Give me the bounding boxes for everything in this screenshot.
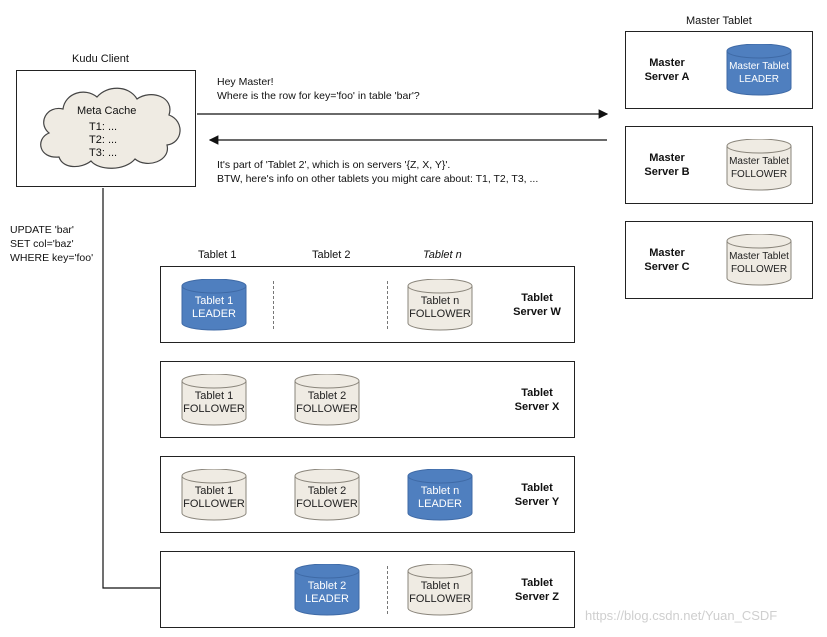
tablet-name: Master Tablet (729, 156, 789, 167)
tablet-role: FOLLOWER (183, 403, 245, 415)
update-line3: WHERE key='foo' (10, 252, 94, 264)
meta-cache-title: Meta Cache (77, 105, 137, 117)
tablet-role: FOLLOWER (409, 593, 471, 605)
master-server-name: Master Server A (644, 57, 690, 83)
tablet-role: FOLLOWER (296, 498, 358, 510)
tablet-name: Tablet 1 (194, 390, 234, 402)
cache-line-t2: T2: ... (89, 134, 118, 146)
cache-line-t3: T3: ... (89, 147, 118, 159)
column-divider (387, 566, 388, 614)
response-line2: BTW, here's info on other tablets you mi… (217, 173, 539, 185)
master-server-name: Master Server B (644, 152, 690, 178)
tablet-role: FOLLOWER (409, 308, 471, 320)
tablet-name: Master Tablet (729, 61, 789, 72)
tablet-server-name: Tablet Server Z (514, 577, 560, 603)
tablet-role: LEADER (191, 308, 237, 320)
tablet-server-name: Tablet Server X (514, 387, 560, 413)
column-divider (273, 281, 274, 329)
column-header-tablet1: Tablet 1 (198, 249, 237, 261)
column-divider (387, 281, 388, 329)
tablet-role: LEADER (304, 593, 350, 605)
response-line1: It's part of 'Tablet 2', which is on ser… (217, 159, 451, 171)
request-line2: Where is the row for key='foo' in table … (217, 90, 420, 102)
tablet-name: Tablet 2 (307, 485, 347, 497)
tablet-role: FOLLOWER (730, 169, 788, 180)
kudu-client-box: Meta Cache T1: ... T2: ... T3: ... (16, 70, 196, 187)
tablet-name: Tablet 1 (194, 485, 234, 497)
update-line1: UPDATE 'bar' (10, 224, 74, 236)
tablet-name: Tablet 1 (194, 295, 234, 307)
tablet-name: Master Tablet (729, 251, 789, 262)
cloud-icon (40, 87, 181, 169)
master-tablet-label: Master Tablet (686, 15, 752, 27)
column-header-tabletn: Tablet n (423, 249, 462, 261)
tablet-name: Tablet n (420, 295, 460, 307)
tablet-role: FOLLOWER (730, 264, 788, 275)
tablet-server-name: Tablet Server Y (514, 482, 560, 508)
tablet-role: FOLLOWER (183, 498, 245, 510)
update-line2: SET col='baz' (10, 238, 74, 250)
tablet-name: Tablet 2 (307, 390, 347, 402)
column-header-tablet2: Tablet 2 (312, 249, 351, 261)
tablet-role: FOLLOWER (296, 403, 358, 415)
tablet-name: Tablet n (420, 580, 460, 592)
master-server-name: Master Server C (644, 247, 690, 273)
request-line1: Hey Master! (217, 76, 274, 88)
client-title: Kudu Client (72, 53, 129, 65)
cache-line-t1: T1: ... (89, 121, 118, 133)
tablet-server-name: Tablet Server W (513, 292, 561, 318)
tablet-role: LEADER (417, 498, 463, 510)
tablet-name: Tablet n (420, 485, 460, 497)
tablet-role: LEADER (738, 74, 779, 85)
tablet-name: Tablet 2 (307, 580, 347, 592)
watermark: https://blog.csdn.net/Yuan_CSDF (585, 608, 778, 623)
